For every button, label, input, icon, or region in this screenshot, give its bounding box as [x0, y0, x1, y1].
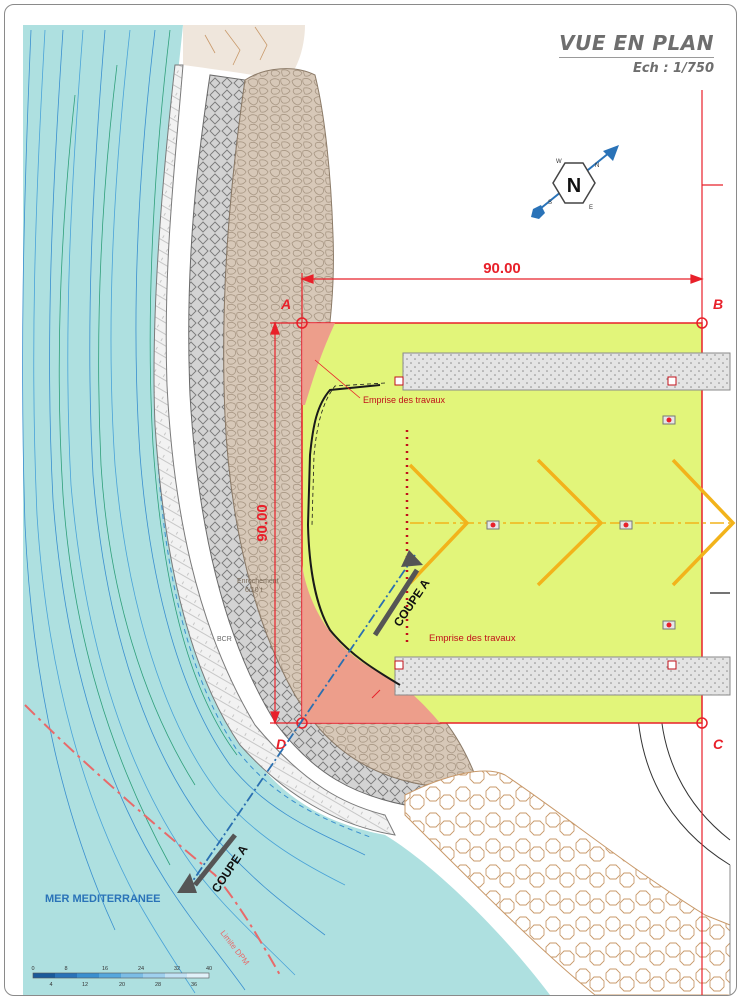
plan-title: VUE EN PLAN	[559, 31, 714, 58]
enrochement-label-2: 6/10 t	[245, 587, 263, 594]
emprise-label-bottom: Emprise des travaux	[429, 633, 516, 644]
scale-tick-top-0: 0	[31, 966, 34, 972]
paved-access	[404, 770, 731, 995]
emprise-bottom-tick	[371, 689, 381, 699]
title-block: VUE EN PLAN Ech : 1/750	[559, 31, 714, 76]
armour-outer-band	[153, 64, 396, 836]
dpm-limit-line	[24, 704, 281, 976]
scale-tick-top-1: 8	[64, 966, 67, 972]
section-arrow-top	[372, 550, 423, 637]
corner-markers	[296, 317, 708, 729]
sea-label: MER MEDITERRANEE	[45, 893, 161, 905]
quay-edge	[306, 384, 401, 686]
chevron-markings	[408, 458, 736, 587]
dimension-label-vertical: 90.00	[254, 504, 271, 542]
red-zone-top	[302, 323, 335, 405]
compass-north-letter: N	[567, 175, 581, 197]
dimension-horizontal	[300, 273, 704, 323]
beach-top	[183, 25, 305, 80]
red-zone-bottom	[302, 565, 440, 723]
scale-tick-bottom-2: 20	[119, 982, 125, 988]
scale-tick-top-3: 24	[138, 966, 144, 972]
shore-offset-line	[155, 64, 371, 838]
right-ticks	[701, 90, 730, 995]
beach-top-lines	[204, 26, 268, 66]
equipment-markers	[394, 376, 677, 670]
corner-label-b: B	[713, 296, 723, 312]
compass-letter-e: E	[589, 205, 593, 211]
scale-tick-top-4: 32	[174, 966, 180, 972]
quay-edge-inner	[311, 382, 386, 526]
site-plan: 90.00 90.00 A B C D Emprise des travaux …	[22, 25, 736, 995]
scale-tick-top-2: 16	[102, 966, 108, 972]
scale-tick-bottom-0: 4	[49, 982, 52, 988]
dimension-label-horizontal: 90.00	[483, 260, 521, 277]
compass-letter-w: W	[556, 159, 562, 165]
enrochement-label-1: Enrochement	[237, 578, 279, 585]
compass-letter-s: S	[548, 200, 552, 206]
upper-strip	[402, 352, 731, 391]
emprise-top-leader	[314, 359, 361, 399]
bcr-label: BCR	[217, 636, 232, 643]
compass-letter-n: N	[595, 163, 599, 169]
dimension-vertical	[270, 321, 302, 725]
corner-label-d: D	[276, 736, 286, 752]
drawing-frame: 90.00 90.00 A B C D Emprise des travaux …	[4, 4, 737, 996]
scale-tick-bottom-4: 36	[191, 982, 197, 988]
corner-label-c: C	[713, 736, 724, 752]
section-arrow-bottom	[177, 833, 237, 893]
scale-tick-top-5: 40	[206, 966, 212, 972]
plan-scale: Ech : 1/750	[632, 61, 714, 76]
scale-bar: 0 8 16 24 32 40 4 12 20 28 36	[31, 966, 212, 988]
scale-tick-bottom-1: 12	[82, 982, 88, 988]
depth-contours	[22, 29, 366, 994]
emprise-label-top: Emprise des travaux	[363, 395, 446, 405]
sea-area	[23, 25, 550, 995]
corner-label-a: A	[280, 296, 291, 312]
lower-strip	[394, 656, 731, 696]
section-line	[189, 554, 416, 886]
scale-tick-bottom-3: 28	[155, 982, 161, 988]
north-arrow: N N E S W	[531, 145, 619, 219]
